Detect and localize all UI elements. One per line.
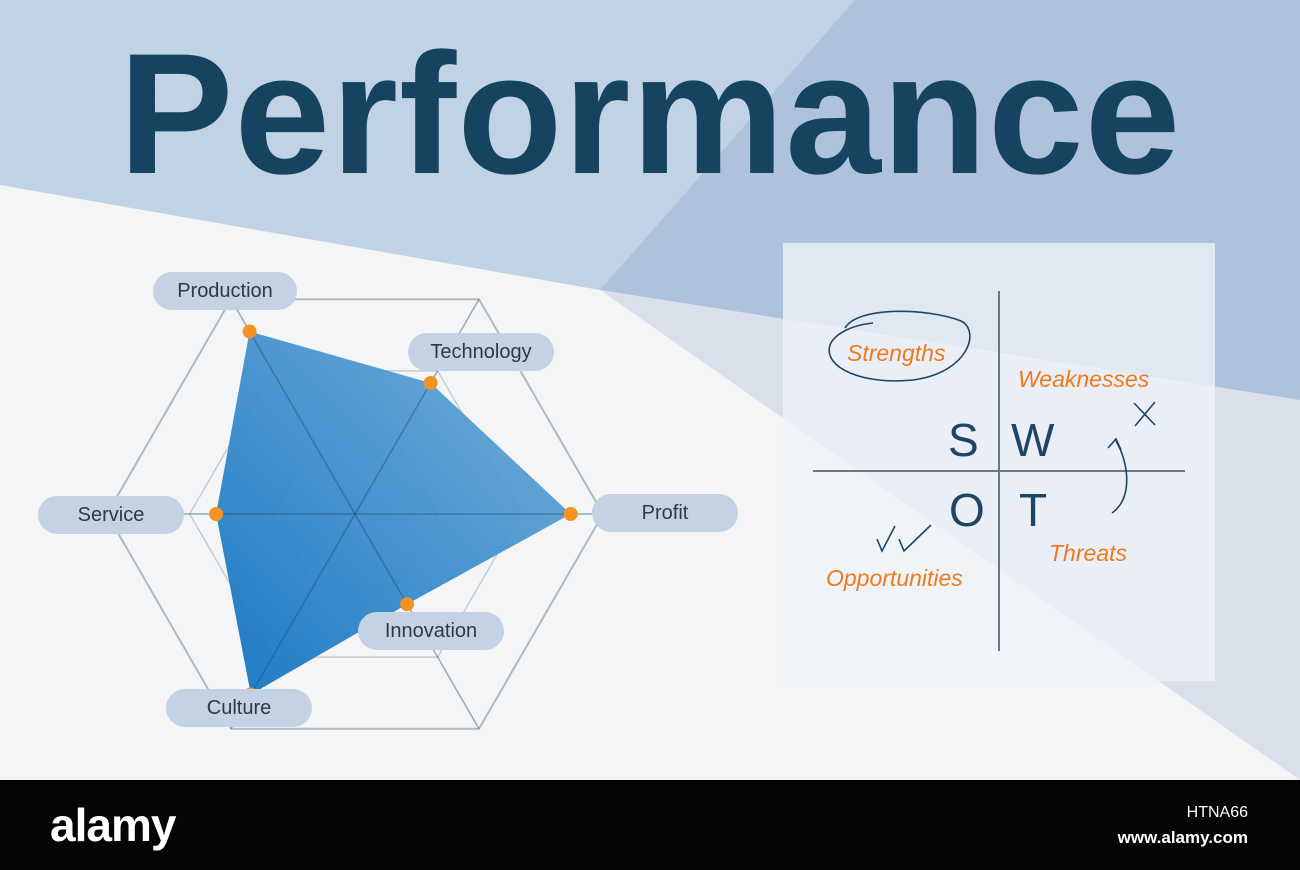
- radar-label-culture: Culture: [166, 689, 312, 727]
- swot-letter-o: O: [949, 484, 985, 536]
- radar-data-shape: [216, 331, 571, 695]
- radar-point-technology: [423, 375, 438, 390]
- strengths-circle-mark: [828, 310, 971, 382]
- radar-label-service: Service: [38, 496, 184, 534]
- image-id: HTNA66: [1186, 804, 1248, 821]
- swot-letter-t: T: [1019, 484, 1048, 536]
- swot-opportunities: Opportunities: [826, 565, 963, 591]
- swot-weaknesses: Weaknesses: [1018, 366, 1150, 392]
- alamy-logo: alamy: [50, 799, 176, 851]
- radar-point-service: [209, 507, 224, 521]
- radar-label-innovation: Innovation: [358, 612, 504, 650]
- radar-point-innovation: [400, 597, 415, 612]
- radar-label-production: Production: [153, 272, 297, 310]
- swot-strengths: Strengths: [847, 340, 946, 366]
- radar-label-profit: Profit: [592, 494, 738, 532]
- swot-drawing: [813, 291, 1185, 651]
- radar-point-profit: [563, 507, 578, 521]
- cross-mark-icon: [1133, 401, 1156, 427]
- check-marks-icon: [876, 524, 932, 553]
- swot-panel: S W O T Strengths Weaknesses Opportuniti…: [783, 243, 1215, 681]
- watermark-footer: alamy HTNA66 www.alamy.com: [0, 780, 1300, 870]
- swot-letter-w: W: [1011, 414, 1055, 466]
- curved-arrow-icon: [1111, 440, 1128, 514]
- swot-threats: Threats: [1049, 540, 1127, 566]
- radar-point-production: [242, 324, 257, 339]
- page-title: Performance: [118, 18, 1182, 210]
- source-url: www.alamy.com: [1117, 828, 1248, 847]
- swot-letter-s: S: [948, 414, 979, 466]
- infographic: Performance Production Technology Profit…: [0, 0, 1300, 780]
- radar-spoke: [230, 298, 480, 730]
- radar-label-technology: Technology: [408, 333, 554, 371]
